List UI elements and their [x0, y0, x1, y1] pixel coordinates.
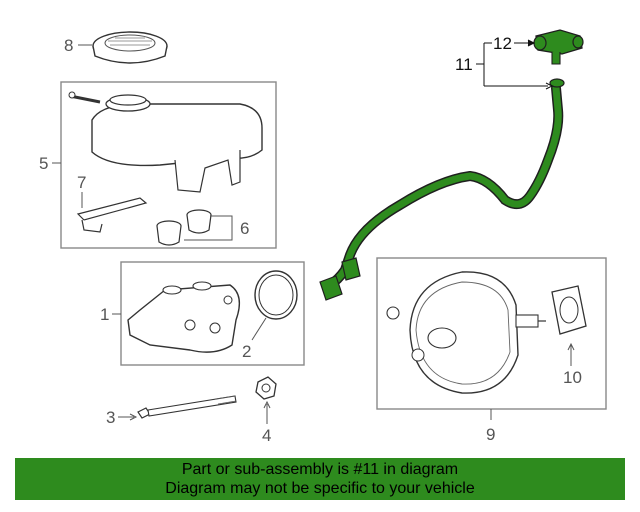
- booster-gasket-part[interactable]: [551, 285, 587, 335]
- callout-8: 8: [64, 36, 73, 55]
- callout-10: 10: [563, 368, 582, 387]
- callout-12: 12: [493, 34, 512, 53]
- vacuum-hose-part[interactable]: [319, 78, 565, 301]
- callout-2: 2: [242, 342, 251, 361]
- reservoir-cap-part[interactable]: [92, 31, 168, 64]
- part-info-banner: Part or sub-assembly is #11 in diagram D…: [15, 458, 625, 500]
- retaining-clip-part[interactable]: [76, 197, 148, 233]
- callout-1: 1: [100, 305, 109, 324]
- leader-6: [184, 215, 233, 241]
- banner-line-1: Part or sub-assembly is #11 in diagram: [181, 461, 459, 478]
- callout-6: 6: [240, 219, 249, 238]
- callout-5: 5: [39, 154, 48, 173]
- bolt-part[interactable]: [137, 395, 237, 419]
- callout-3: 3: [106, 408, 115, 427]
- bracket-11: [476, 42, 548, 87]
- callout-11: 11: [455, 55, 473, 74]
- leader-2: [251, 317, 267, 341]
- callout-7: 7: [77, 173, 86, 192]
- grommet-seals-part[interactable]: [156, 209, 212, 246]
- nut-part[interactable]: [255, 376, 277, 400]
- callout-9: 9: [486, 425, 495, 444]
- banner-line-2: Diagram may not be specific to your vehi…: [165, 480, 475, 497]
- reservoir-part[interactable]: [68, 91, 263, 193]
- check-valve-part[interactable]: [533, 29, 584, 65]
- master-cylinder-seal-part[interactable]: [254, 270, 298, 320]
- callout-4: 4: [262, 426, 271, 445]
- brake-booster-part[interactable]: [386, 271, 546, 394]
- master-cylinder-part[interactable]: [127, 281, 241, 353]
